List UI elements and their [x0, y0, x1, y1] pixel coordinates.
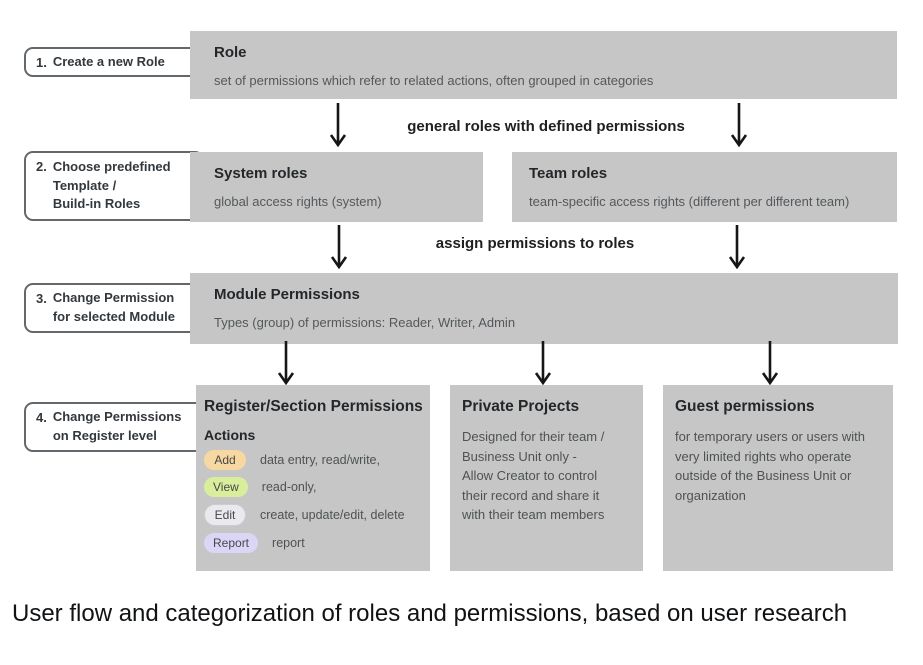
connector-label-assign-permissions: assign permissions to roles: [435, 235, 635, 252]
module-permissions-subtitle: Types (group) of permissions: Reader, Wr…: [214, 315, 516, 330]
action-description: read-only,: [261, 480, 317, 494]
step-box-1: 1. Create a new Role: [24, 47, 204, 77]
register-permissions-title: Register/Section Permissions: [204, 398, 423, 415]
step-label: Choose predefined Template / Build-in Ro…: [52, 158, 171, 212]
flow-box-team-roles: Team roles team-specific access rights (…: [512, 152, 897, 222]
diagram-caption: User flow and categorization of roles an…: [12, 600, 848, 627]
action-pill-add: Add: [204, 450, 246, 470]
step-number: 3.: [36, 291, 47, 306]
down-arrow-icon: [534, 341, 552, 386]
action-row-edit: Edit create, update/edit, delete: [204, 504, 426, 526]
flow-box-guest-permissions: Guest permissions for temporary users or…: [663, 385, 893, 571]
system-roles-subtitle: global access rights (system): [214, 194, 382, 209]
flow-box-register-section-permissions: Register/Section Permissions Actions Add…: [196, 385, 430, 571]
role-subtitle: set of permissions which refer to relate…: [214, 73, 654, 88]
flow-box-private-projects: Private Projects Designed for their team…: [450, 385, 643, 571]
private-projects-title: Private Projects: [462, 398, 580, 415]
guest-permissions-body: for temporary users or users with very l…: [675, 429, 866, 503]
down-arrow-icon: [728, 225, 746, 270]
action-description: create, update/edit, delete: [260, 508, 405, 522]
flow-box-system-roles: System roles global access rights (syste…: [190, 152, 483, 222]
step-label: Change Permissions on Register level: [52, 409, 182, 443]
step-label: Create a new Role: [52, 53, 165, 69]
role-title: Role: [214, 44, 247, 61]
flow-box-module-permissions: Module Permissions Types (group) of perm…: [190, 273, 898, 344]
down-arrow-icon: [277, 341, 295, 386]
system-roles-title: System roles: [214, 165, 308, 182]
team-roles-subtitle: team-specific access rights (different p…: [529, 194, 850, 209]
module-permissions-title: Module Permissions: [214, 286, 360, 303]
action-pill-report: Report: [204, 533, 259, 553]
action-description: report: [272, 536, 305, 550]
down-arrow-icon: [329, 103, 347, 148]
step-box-4: 4. Change Permissions on Register level: [24, 402, 204, 452]
step-number: 1.: [36, 55, 47, 70]
action-pill-view: View: [204, 477, 248, 497]
guest-permissions-title: Guest permissions: [675, 398, 815, 415]
action-description: data entry, read/write,: [260, 453, 380, 467]
team-roles-title: Team roles: [529, 165, 608, 182]
down-arrow-icon: [330, 225, 348, 270]
actions-label: Actions: [204, 427, 256, 443]
down-arrow-icon: [730, 103, 748, 148]
step-number: 4.: [36, 410, 47, 425]
down-arrow-icon: [761, 341, 779, 386]
connector-label-general-roles: general roles with defined permissions: [407, 118, 685, 135]
private-projects-body: Designed for their team / Business Unit …: [462, 429, 605, 522]
action-pill-edit: Edit: [204, 504, 246, 526]
action-row-add: Add data entry, read/write,: [204, 450, 426, 470]
action-row-report: Report report: [204, 533, 426, 553]
step-box-2: 2. Choose predefined Template / Build-in…: [24, 151, 204, 221]
step-label: Change Permission for selected Module: [52, 290, 175, 324]
action-row-view: View read-only,: [204, 477, 426, 497]
step-number: 2.: [36, 159, 47, 174]
flow-box-role: Role set of permissions which refer to r…: [190, 31, 897, 99]
step-box-3: 3. Change Permission for selected Module: [24, 283, 204, 333]
